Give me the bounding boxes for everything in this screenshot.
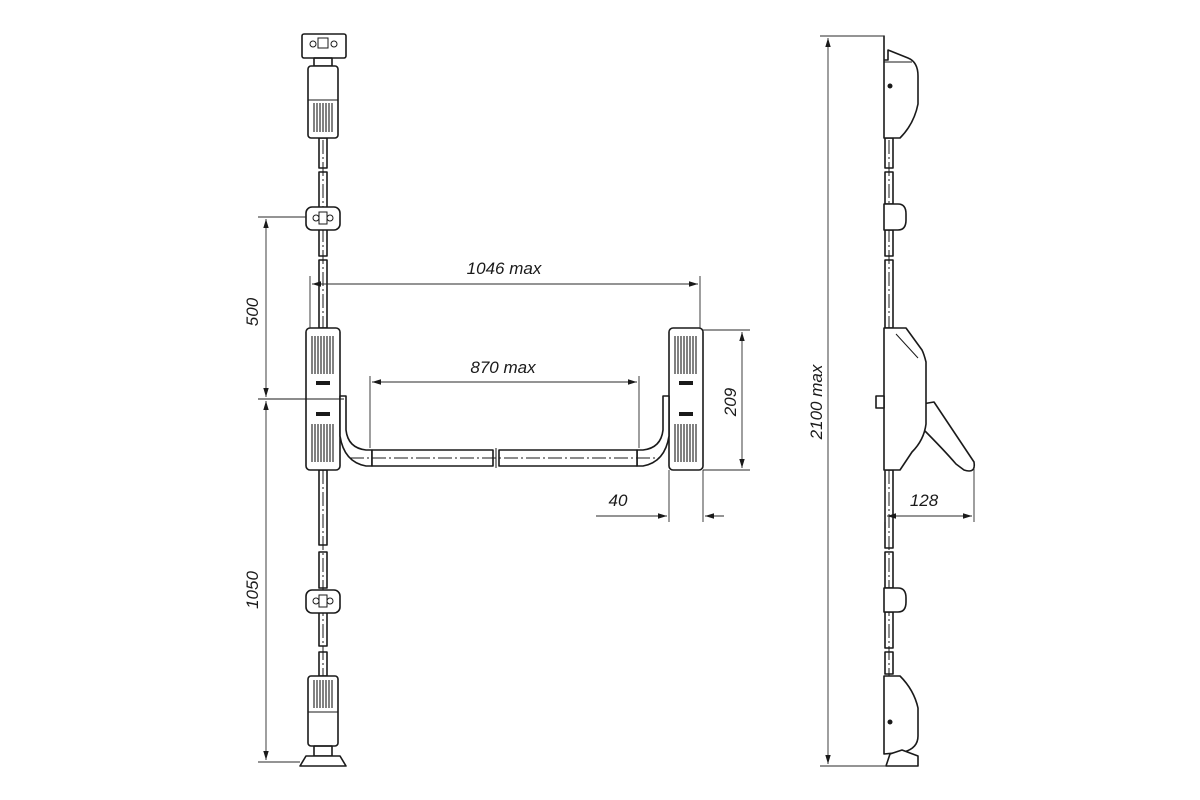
dim-128-label: 128	[910, 491, 939, 510]
side-lock-nub	[875, 395, 885, 409]
side-dimensions: 2100 max 128	[807, 35, 975, 767]
side-upper-guide	[883, 203, 907, 231]
side-view	[875, 35, 976, 767]
left-case-lower-grille	[311, 424, 334, 462]
top-latch-grille	[313, 103, 333, 132]
dim-1050-label: 1050	[243, 571, 262, 609]
front-dimensions: 500 1050 1046 max 870 max 209 40	[243, 216, 750, 763]
push-bar	[339, 395, 670, 468]
dim-40-label: 40	[609, 491, 628, 510]
top-mounting-plate	[301, 33, 347, 67]
left-case-upper-grille	[311, 336, 334, 374]
upper-rod-guide	[305, 206, 341, 231]
right-end-case	[668, 327, 704, 471]
side-top-housing	[883, 35, 919, 139]
dim-500-label: 500	[243, 297, 262, 326]
bottom-latch-grille	[313, 680, 333, 708]
right-case-lower-grille	[674, 424, 697, 462]
right-case-upper-grille	[674, 336, 697, 374]
top-latch-housing	[307, 65, 339, 139]
side-bottom-housing	[883, 675, 919, 767]
dim-209-label: 209	[721, 387, 740, 417]
dim-1046-label: 1046 max	[467, 259, 542, 278]
bottom-latch-housing	[307, 675, 339, 757]
front-view	[258, 33, 704, 767]
lower-rod-guide	[305, 589, 341, 614]
dim-870-label: 870 max	[470, 358, 536, 377]
side-lower-guide	[883, 587, 907, 613]
floor-strike	[299, 755, 347, 767]
dim-2100-label: 2100 max	[807, 364, 826, 440]
side-main-case	[875, 327, 976, 472]
